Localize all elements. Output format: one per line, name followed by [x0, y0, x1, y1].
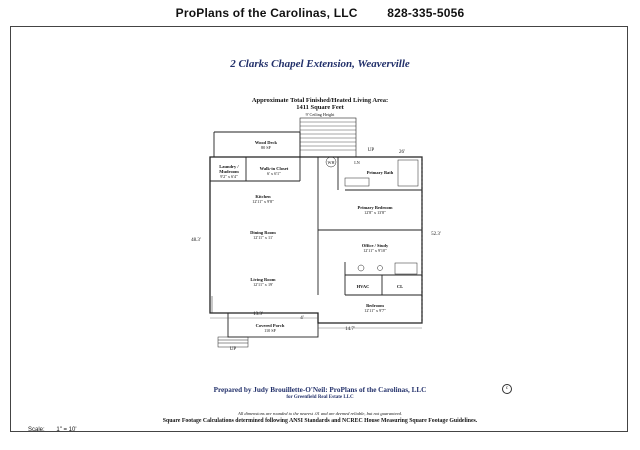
- standards-note: Square Footage Calculations determined f…: [162, 418, 478, 424]
- hvac-label: HVAC: [356, 284, 370, 289]
- scale-value: 1" = 10': [56, 427, 77, 433]
- porch-outline: [227, 312, 319, 338]
- disclaimer: All dimensions are rounded to the neares…: [237, 411, 402, 416]
- area-title: Approximate Total Finished/Heated Living…: [251, 97, 389, 104]
- dim-top: 26': [399, 150, 405, 155]
- shower: [397, 159, 419, 187]
- primary-bath-label: Primary Bath: [366, 170, 394, 175]
- area-summary: Approximate Total Finished/Heated Living…: [0, 97, 640, 118]
- ceiling-height: 9' Ceiling Height: [305, 112, 335, 117]
- prepared-for: for Greenfield Real Estate LLC: [286, 395, 354, 400]
- area-square-feet: 1411 Square Feet: [296, 104, 344, 111]
- property-address: 2 Clarks Chapel Extension, Weaverville: [230, 58, 410, 70]
- copyright-icon: c: [502, 384, 512, 394]
- dim-bottom-right: 14.7': [345, 327, 355, 332]
- company-name: ProPlans of the Carolinas, LLC: [175, 6, 358, 20]
- sheet-border: [10, 26, 628, 432]
- deck-stairs: [299, 117, 357, 158]
- prepared-by: Prepared by Judy Brouillette-O'Neil: Pro…: [213, 386, 427, 394]
- ln-label: LN: [354, 160, 360, 165]
- sink: [377, 265, 383, 271]
- outer-walls: [209, 156, 423, 324]
- dim-left: 48.3': [191, 238, 201, 243]
- vanity: [344, 177, 370, 187]
- scale-label: Scale:: [28, 427, 45, 433]
- toilet: [357, 264, 365, 272]
- phone-number: 828-335-5056: [387, 6, 465, 20]
- porch-steps: [217, 336, 249, 348]
- cl-label: CL: [396, 284, 404, 289]
- dim-right: 52.3': [431, 232, 441, 237]
- scale: Scale: 1" = 10': [28, 427, 76, 433]
- wh-label: WH: [327, 160, 335, 165]
- header: ProPlans of the Carolinas, LLC 828-335-5…: [0, 6, 640, 20]
- dim-porch-step: 4': [300, 316, 304, 321]
- tub: [394, 262, 418, 275]
- up-top: UP: [367, 148, 375, 153]
- dim-bottom-left: 13.3': [253, 312, 263, 317]
- water-heater: [325, 156, 337, 168]
- up-bottom: UP: [229, 347, 237, 352]
